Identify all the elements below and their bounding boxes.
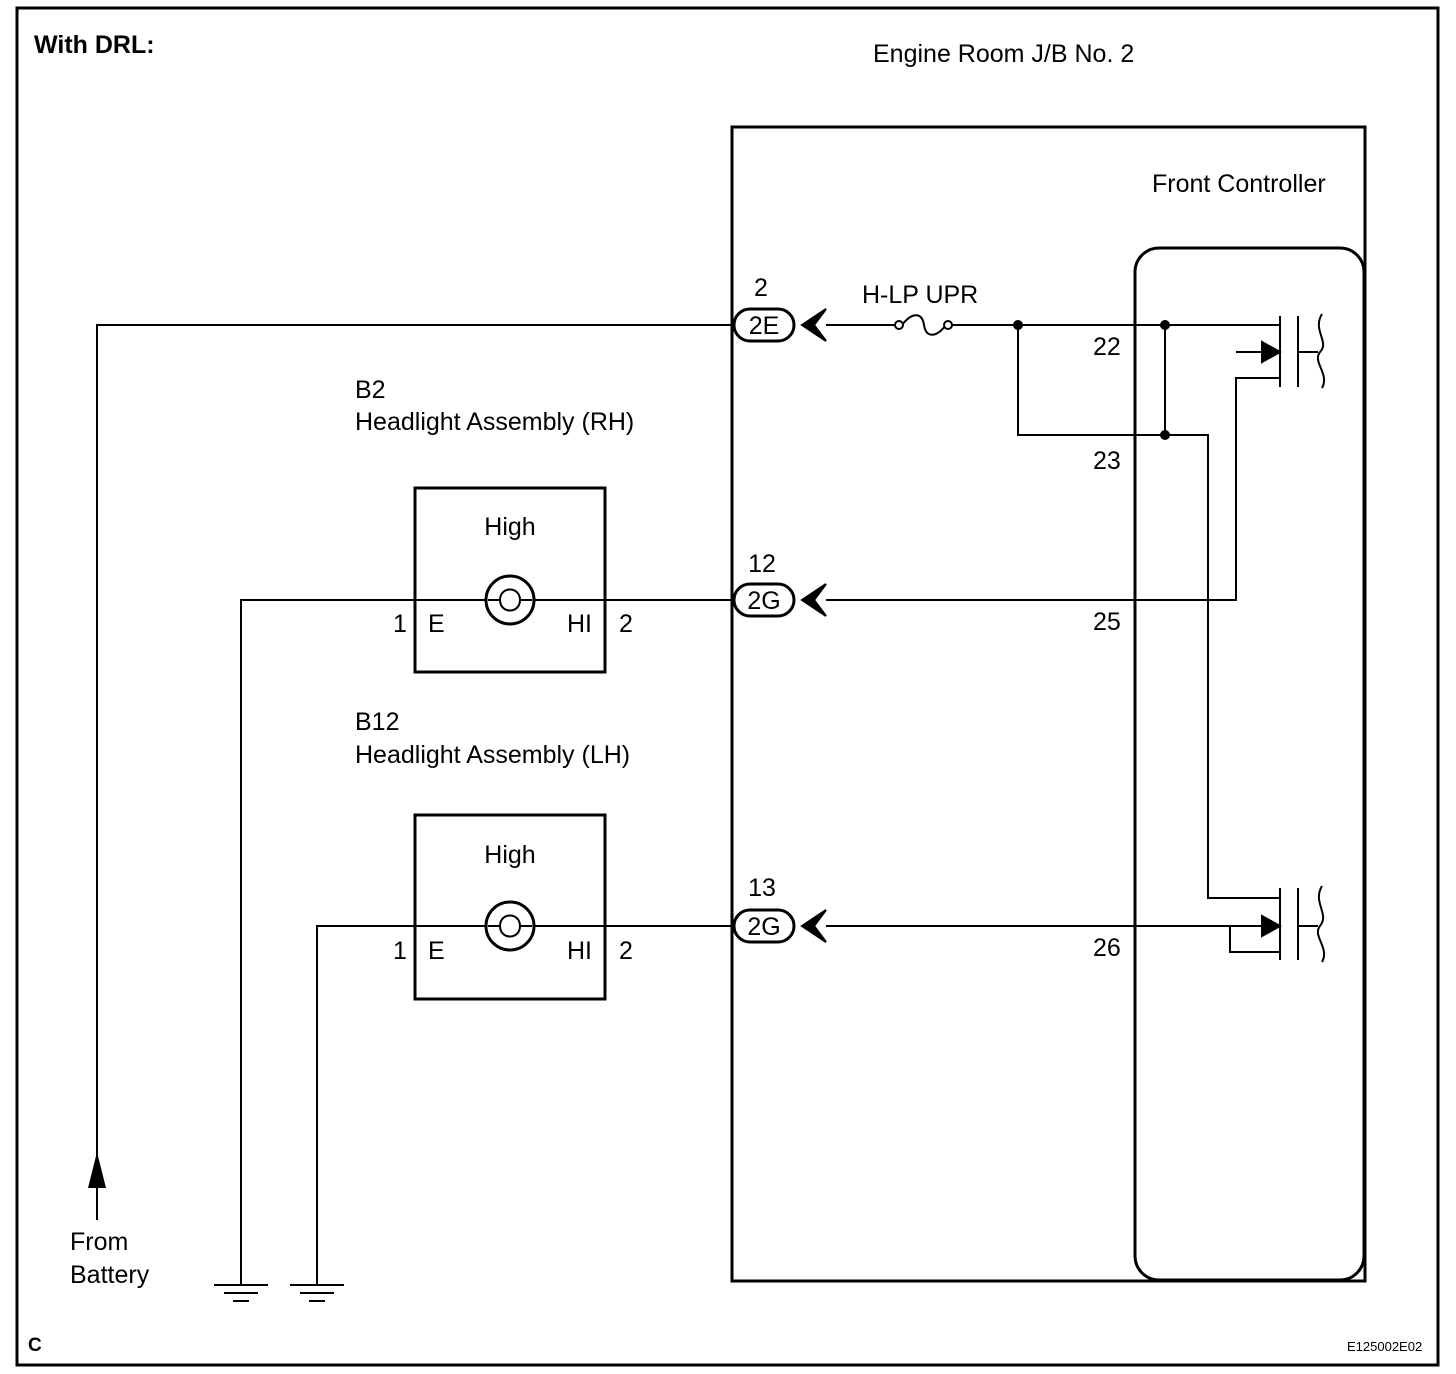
ground-icon-rh bbox=[214, 1284, 268, 1302]
pin-26: 26 bbox=[1093, 934, 1121, 962]
lh-bulb-icon bbox=[484, 900, 536, 952]
rh-headlight-inner-label: High bbox=[484, 513, 535, 541]
lh-headlight-name: Headlight Assembly (LH) bbox=[355, 741, 630, 769]
rh-bulb-icon bbox=[484, 574, 536, 626]
lh-headlight-inner-label: High bbox=[484, 841, 535, 869]
lh-headlight-ref: B12 bbox=[355, 708, 399, 736]
rh-pin-right: 2 bbox=[619, 610, 633, 638]
front-controller-box bbox=[1133, 246, 1366, 1282]
controller-title: Front Controller bbox=[1152, 170, 1326, 198]
rh-pin-left: 1 bbox=[393, 610, 407, 638]
outer-frame bbox=[15, 6, 1440, 1367]
fuse-label: H-LP UPR bbox=[862, 281, 978, 309]
connector-2g-13-code: 2G bbox=[747, 913, 780, 941]
rh-headlight-ref: B2 bbox=[355, 376, 386, 404]
connector-2g-12-code: 2G bbox=[747, 587, 780, 615]
lh-pin-left: 1 bbox=[393, 937, 407, 965]
rh-headlight-name: Headlight Assembly (RH) bbox=[355, 408, 634, 436]
battery-label-line1: From bbox=[70, 1228, 128, 1256]
wires bbox=[96, 324, 1280, 1285]
connector-2g-13-pin: 13 bbox=[748, 874, 776, 902]
lh-pin-right: 2 bbox=[619, 937, 633, 965]
mosfet-upper-icon bbox=[1261, 313, 1325, 389]
connector-2e-pin: 2 bbox=[754, 274, 768, 302]
battery-arrow-icon bbox=[88, 1152, 106, 1188]
connector-2g-13: 2G 13 bbox=[732, 874, 827, 944]
connector-2g-12-pin: 12 bbox=[748, 550, 776, 578]
connector-2g-12: 2G 12 bbox=[732, 550, 827, 618]
lh-term-left: E bbox=[428, 937, 445, 965]
corner-letter: C bbox=[28, 1335, 42, 1356]
jb-title: Engine Room J/B No. 2 bbox=[873, 40, 1134, 68]
rh-term-left: E bbox=[428, 610, 445, 638]
pin-23: 23 bbox=[1093, 447, 1121, 475]
mosfet-lower-icon bbox=[1261, 885, 1325, 963]
figure-id: E125002E02 bbox=[1347, 1339, 1422, 1354]
junction-dots bbox=[1013, 320, 1170, 440]
ground-icon-lh bbox=[290, 1284, 344, 1302]
heading: With DRL: bbox=[34, 31, 155, 59]
fuse-icon bbox=[894, 314, 953, 336]
rh-headlight-box bbox=[413, 486, 607, 674]
battery-label-line2: Battery bbox=[70, 1261, 150, 1289]
lh-headlight-box bbox=[413, 813, 607, 1001]
lh-term-right: HI bbox=[567, 937, 592, 965]
connector-2e: 2E 2 bbox=[732, 274, 827, 343]
connector-2e-code: 2E bbox=[749, 312, 780, 340]
junction-block-box bbox=[730, 125, 1367, 1283]
pin-22: 22 bbox=[1093, 333, 1121, 361]
rh-term-right: HI bbox=[567, 610, 592, 638]
pin-25: 25 bbox=[1093, 608, 1121, 636]
